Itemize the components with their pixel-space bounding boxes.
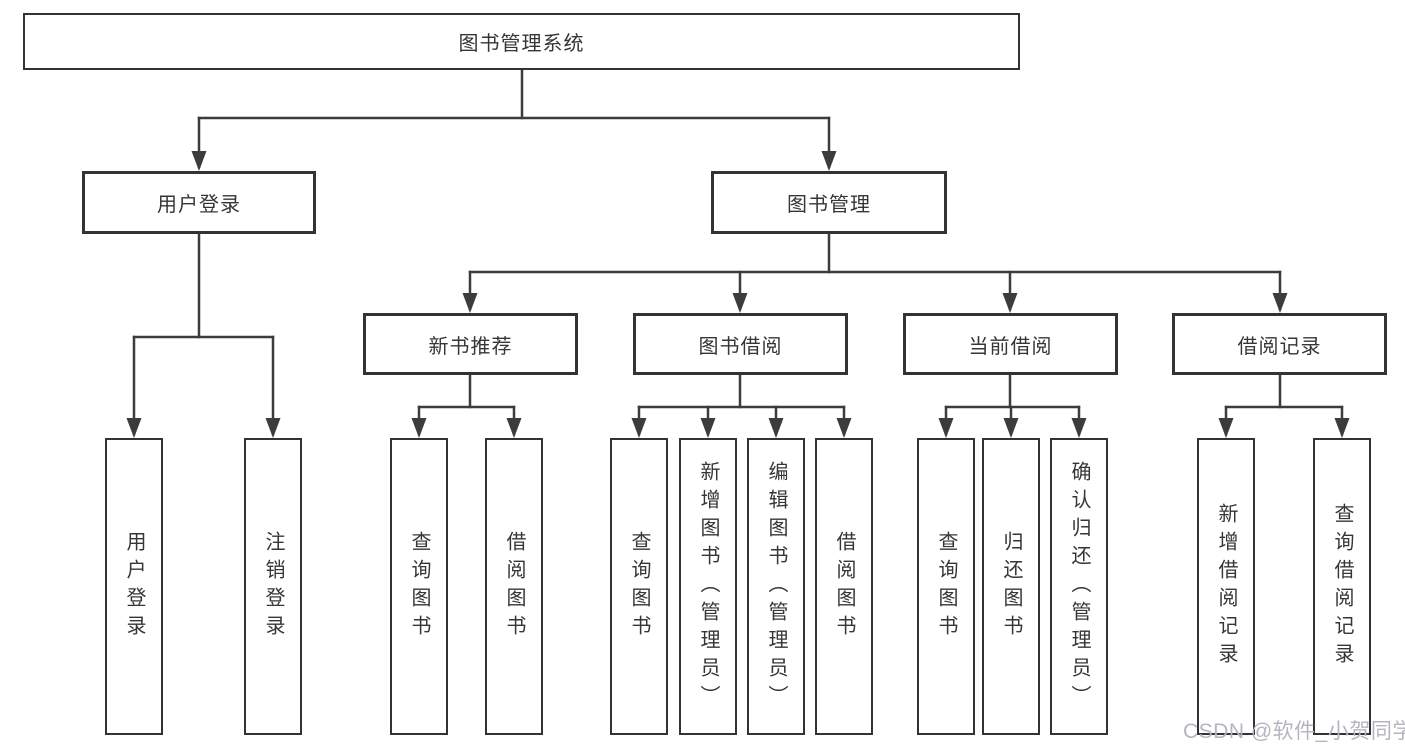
leaf-query-books-borrow: 查询图书 (610, 438, 668, 735)
leaf-return-books: 归还图书 (982, 438, 1040, 735)
leaf-logout: 注销登录 (244, 438, 302, 735)
node-label: 图书管理 (787, 194, 871, 216)
leaf-add-borrow-record: 新增借阅记录 (1197, 438, 1255, 735)
node-label: 注销登录 (262, 530, 284, 643)
node-user-login: 用户登录 (82, 171, 316, 234)
leaf-borrow-books-recommend: 借阅图书 (485, 438, 543, 735)
leaf-query-borrow-record: 查询借阅记录 (1313, 438, 1371, 735)
csdn-watermark: CSDN @软件_小贺同学 (1183, 720, 1405, 743)
node-label: 查询借阅记录 (1331, 502, 1353, 671)
leaf-confirm-return-admin: 确认归还（管理员） (1050, 438, 1108, 735)
node-label: 图书借阅 (698, 335, 783, 358)
node-label: 查询图书 (628, 530, 650, 643)
node-label: 图书管理系统 (458, 33, 585, 55)
node-label: 借阅图书 (503, 530, 525, 643)
leaf-add-books-admin: 新增图书（管理员） (679, 438, 737, 735)
leaf-edit-books-admin: 编辑图书（管理员） (747, 438, 805, 735)
node-borrow-records: 借阅记录 (1172, 313, 1387, 375)
node-label: 查询图书 (408, 530, 430, 643)
node-label: 确认归还（管理员） (1068, 460, 1090, 713)
node-label: 借阅图书 (833, 530, 855, 643)
node-new-book-recommend: 新书推荐 (363, 313, 578, 375)
node-label: 归还图书 (1000, 530, 1022, 643)
node-label: 编辑图书（管理员） (765, 460, 787, 713)
node-label: 新书推荐 (428, 335, 513, 358)
leaf-borrow-books: 借阅图书 (815, 438, 873, 735)
node-label: 用户登录 (123, 530, 145, 643)
node-book-management: 图书管理 (711, 171, 947, 234)
node-current-borrow: 当前借阅 (903, 313, 1118, 375)
node-label: 新增借阅记录 (1215, 502, 1237, 671)
node-label: 用户登录 (157, 194, 241, 216)
node-root-library-system: 图书管理系统 (23, 13, 1020, 70)
node-label: 当前借阅 (968, 335, 1053, 358)
leaf-query-books-current: 查询图书 (917, 438, 975, 735)
node-label: 新增图书（管理员） (697, 460, 719, 713)
node-label: 查询图书 (935, 530, 957, 643)
node-book-borrow: 图书借阅 (633, 313, 848, 375)
leaf-query-books-recommend: 查询图书 (390, 438, 448, 735)
node-label: 借阅记录 (1237, 335, 1322, 358)
leaf-user-login: 用户登录 (105, 438, 163, 735)
